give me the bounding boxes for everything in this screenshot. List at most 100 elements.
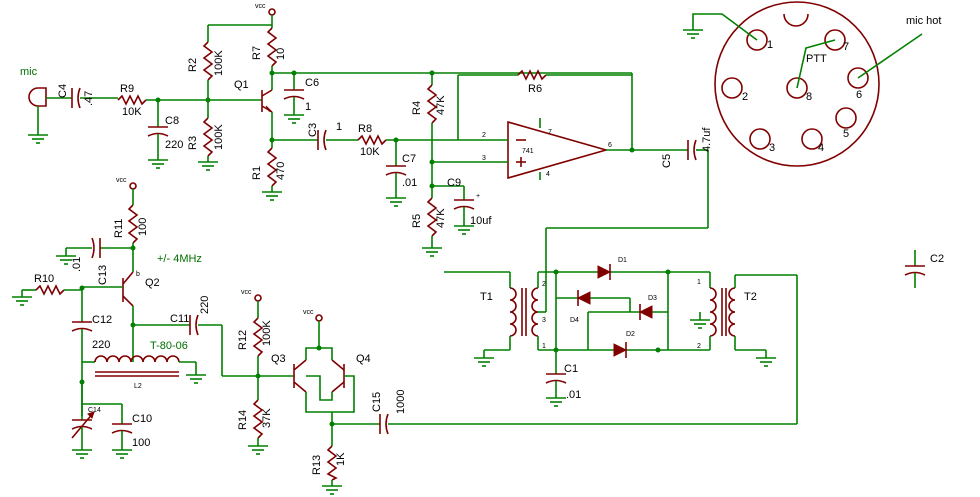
r4-label: R4 xyxy=(411,101,423,115)
diode-d1 xyxy=(597,264,612,280)
svg-text:8: 8 xyxy=(806,91,812,103)
inductor-l2 xyxy=(82,355,206,384)
r9-label: R9 xyxy=(120,83,134,95)
r3-value: 100K xyxy=(213,124,225,150)
mic-jack xyxy=(28,87,72,135)
resistor-r3 xyxy=(198,100,218,171)
capacitor-c5 xyxy=(545,139,709,290)
svg-text:1: 1 xyxy=(542,343,546,350)
svg-text:2: 2 xyxy=(697,343,701,350)
capacitor-c8 xyxy=(147,100,169,169)
svg-text:3: 3 xyxy=(542,317,546,324)
svg-text:vcc: vcc xyxy=(241,289,252,296)
vcc-supply-3 xyxy=(254,294,262,318)
capacitor-c15 xyxy=(332,274,798,435)
r13-value: 1K xyxy=(335,452,347,466)
r3-label: R3 xyxy=(187,136,199,150)
resistor-r7 xyxy=(266,27,278,90)
c5-value: 4.7uf xyxy=(701,127,713,152)
resistor-r1 xyxy=(262,140,282,201)
c15-label: C15 xyxy=(371,392,383,412)
vcc-supply-2 xyxy=(129,182,137,205)
vcc-supply-4 xyxy=(315,314,323,348)
resistor-r14 xyxy=(248,399,268,455)
svg-text:7: 7 xyxy=(843,41,849,53)
ground-symbol xyxy=(28,134,48,144)
r1-value: 470 xyxy=(275,162,287,180)
c1-label: C1 xyxy=(564,363,578,375)
c5-label: C5 xyxy=(661,154,673,168)
q1-label: Q1 xyxy=(234,79,249,91)
capacitor-c13 xyxy=(56,237,133,265)
diode-d2 xyxy=(587,312,628,358)
svg-text:4: 4 xyxy=(546,171,550,178)
opamp-741 xyxy=(478,118,642,180)
opamp-label: 741 xyxy=(522,148,534,155)
c4-value: .47 xyxy=(83,91,95,106)
c12-label: C12 xyxy=(92,314,112,326)
c8-value: 220 xyxy=(165,139,183,151)
capacitor-c1 xyxy=(545,350,567,407)
c6-value: 1 xyxy=(305,101,311,113)
vcc-label-1: vcc xyxy=(255,3,266,10)
r8-value: 10K xyxy=(360,146,380,158)
c9-label: C9 xyxy=(447,177,461,189)
r8-label: R8 xyxy=(358,123,372,135)
svg-text:1: 1 xyxy=(767,39,773,51)
capacitor-c4 xyxy=(71,87,118,109)
r7-value: 10 xyxy=(275,48,287,60)
r11-value: 100 xyxy=(137,218,149,236)
capacitor-c2 xyxy=(904,250,926,288)
diode-d3 xyxy=(588,304,668,320)
q2-label: Q2 xyxy=(145,277,160,289)
resistor-r6 xyxy=(457,69,632,140)
svg-text:6: 6 xyxy=(608,142,612,149)
transistor-q2 xyxy=(82,270,134,362)
r6-label: R6 xyxy=(528,83,542,95)
vcc-supply xyxy=(268,8,276,28)
c1-value: .01 xyxy=(566,389,581,401)
resistor-r10 xyxy=(12,284,82,306)
svg-text:2: 2 xyxy=(542,281,546,288)
capacitor-c10 xyxy=(82,403,133,459)
c15-value: 1000 xyxy=(395,390,407,414)
svg-text:7: 7 xyxy=(548,129,552,136)
frequency-label: +/- 4MHz xyxy=(157,253,202,265)
d1-label: D1 xyxy=(618,257,627,264)
l2-label: L2 xyxy=(134,383,142,390)
r9-value: 10K xyxy=(122,106,142,118)
capacitor-c7 xyxy=(385,140,407,207)
svg-text:1: 1 xyxy=(697,279,701,286)
c13-label: C13 xyxy=(97,265,109,285)
c3-value: 1 xyxy=(336,121,342,133)
t1-label: T1 xyxy=(480,291,493,303)
r5-label: R5 xyxy=(411,214,423,228)
c4-label: C4 xyxy=(57,84,69,98)
c13-value: .01 xyxy=(71,257,83,272)
c12-value: 220 xyxy=(92,339,110,351)
c7-label: C7 xyxy=(402,153,416,165)
svg-text:4: 4 xyxy=(818,142,824,154)
d2-label: D2 xyxy=(626,331,635,338)
q3-label: Q3 xyxy=(271,353,286,365)
transistor-q3 xyxy=(293,359,307,393)
svg-text:6: 6 xyxy=(856,89,862,101)
svg-text:3: 3 xyxy=(769,142,775,154)
variable-capacitor-c14 xyxy=(71,382,95,459)
diode-d4 xyxy=(556,290,631,312)
transistor-q4 xyxy=(331,359,345,393)
r2-value: 100K xyxy=(213,50,225,76)
c10-label: C10 xyxy=(132,413,152,425)
c11-value: 220 xyxy=(199,296,211,314)
resistor-r2 xyxy=(202,24,272,100)
mic-connector xyxy=(683,1,923,167)
resistor-r8 xyxy=(357,134,478,146)
capacitor-c3 xyxy=(272,129,358,151)
svg-text:+: + xyxy=(476,193,480,200)
c7-value: .01 xyxy=(402,177,417,189)
q4-label: Q4 xyxy=(356,353,371,365)
r5-value: 47K xyxy=(435,208,447,228)
d4-label: D4 xyxy=(570,317,579,324)
c9-value: 10uf xyxy=(470,215,492,227)
